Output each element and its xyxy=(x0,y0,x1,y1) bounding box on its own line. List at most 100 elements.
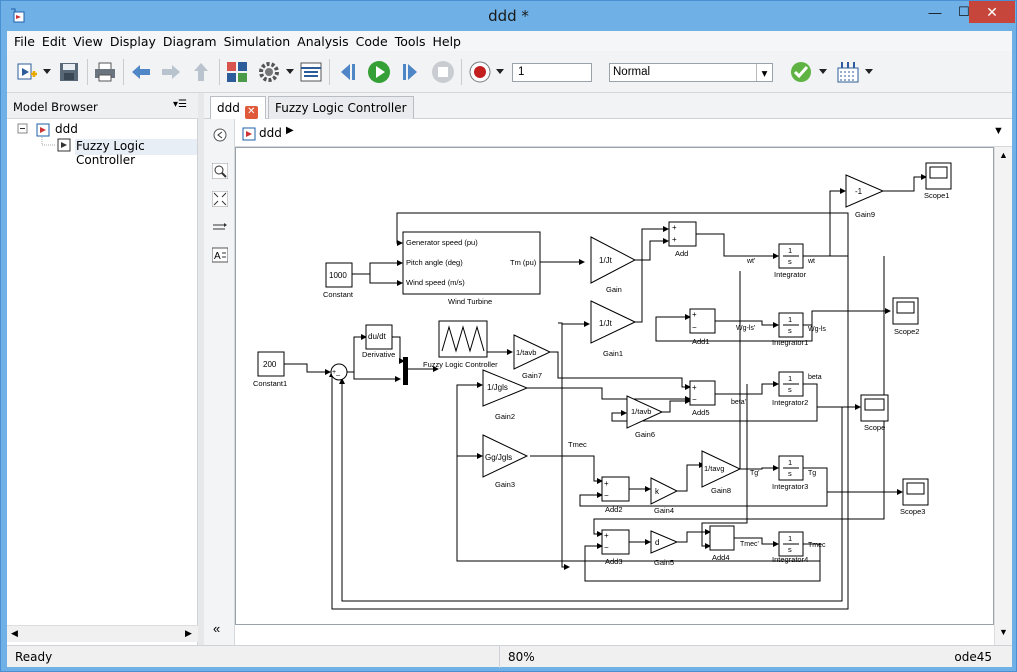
address-bar: ddd ▶ ▼ xyxy=(235,119,1012,147)
forward-arrow-icon[interactable] xyxy=(159,60,183,84)
up-arrow-icon[interactable] xyxy=(189,60,213,84)
wind-turbine-in1-label: Generator speed (pu) xyxy=(406,238,478,247)
signal-tmec-in: Tmec' xyxy=(740,541,759,548)
scope-name: Scope xyxy=(864,423,885,432)
tree-item-fuzzy-logic-controller[interactable]: Fuzzy Logic Controller xyxy=(75,139,197,167)
toolbar xyxy=(7,51,1012,93)
model-settings-gear-icon[interactable] xyxy=(257,60,281,84)
wind-turbine-in2-label: Pitch angle (deg) xyxy=(406,258,463,267)
scroll-down-icon[interactable]: ▼ xyxy=(999,627,1008,637)
menu-analysis[interactable]: Analysis xyxy=(297,33,349,49)
window-title: ddd * xyxy=(488,7,529,25)
build-dropdown-icon[interactable] xyxy=(865,69,873,74)
integrator4-den: s xyxy=(788,545,792,554)
add-signs: + xyxy=(604,531,609,540)
add-signs: − xyxy=(692,395,697,404)
menu-tools[interactable]: Tools xyxy=(394,33,426,49)
scroll-right-icon[interactable]: ▶ xyxy=(185,628,192,638)
back-arrow-icon[interactable] xyxy=(129,60,153,84)
add-signs: + xyxy=(692,383,697,392)
chevron-down-icon[interactable]: ▾ xyxy=(756,64,772,81)
model-icon xyxy=(36,123,50,137)
tab-ddd-label: ddd xyxy=(217,101,240,115)
model-canvas[interactable]: Generator speed (pu) Pitch angle (deg) W… xyxy=(235,147,994,625)
simulation-mode-value: Normal xyxy=(613,66,651,78)
signal-line-icon[interactable] xyxy=(212,219,228,235)
gain2-text: 1/Jgls xyxy=(487,383,508,392)
wind-turbine-in3-label: Wind speed (m/s) xyxy=(406,278,465,287)
breadcrumb-model[interactable]: ddd xyxy=(259,126,282,140)
gain8-text: 1/tavg xyxy=(704,464,724,473)
signal-tg-out: Tg xyxy=(808,470,816,477)
scroll-up-icon[interactable]: ▲ xyxy=(999,150,1008,160)
add-name: Add xyxy=(675,249,688,258)
gain3-text: Gg/Jgls xyxy=(485,453,512,462)
menu-display[interactable]: Display xyxy=(109,33,156,49)
annotation-icon[interactable]: A xyxy=(212,247,228,263)
panel-splitter[interactable] xyxy=(198,93,204,645)
model-browser-panel: Model Browser ▾☰ ddd Fuzzy Logic Control… xyxy=(7,93,198,645)
title-bar: ddd * — ☐ ✕ xyxy=(1,1,1016,31)
library-browser-icon[interactable] xyxy=(225,60,249,84)
build-model-icon[interactable] xyxy=(836,60,860,84)
integrator2-num: 1 xyxy=(788,374,792,383)
fit-to-view-icon[interactable] xyxy=(212,191,228,207)
record-dropdown-icon[interactable] xyxy=(496,69,504,74)
minimize-button[interactable]: — xyxy=(928,4,942,20)
stop-time-input[interactable]: 1 xyxy=(512,63,592,82)
hide-browser-icon[interactable] xyxy=(212,127,228,143)
simulation-mode-select[interactable]: Normal ▾ xyxy=(609,63,773,82)
zoom-level[interactable]: 80% xyxy=(499,646,543,668)
tree-item-model[interactable]: ddd xyxy=(55,122,78,136)
panel-menu-icon[interactable]: ▾☰ xyxy=(173,99,187,110)
stop-icon[interactable] xyxy=(431,60,455,84)
constant-value: 1000 xyxy=(329,271,347,280)
add-signs: + xyxy=(672,235,677,244)
wind-turbine-name: Wind Turbine xyxy=(448,297,492,306)
tree-collapse-icon[interactable] xyxy=(17,123,37,135)
solver-name[interactable]: ode45 xyxy=(954,650,992,664)
menu-help[interactable]: Help xyxy=(432,33,461,49)
step-forward-icon[interactable] xyxy=(399,60,423,84)
model-explorer-icon[interactable] xyxy=(299,60,323,84)
simulink-app-icon xyxy=(11,8,25,23)
print-icon[interactable] xyxy=(93,60,117,84)
menu-diagram[interactable]: Diagram xyxy=(162,33,217,49)
collapse-strip-icon[interactable]: « xyxy=(213,621,221,636)
menu-view[interactable]: View xyxy=(73,33,103,49)
zoom-in-icon[interactable] xyxy=(212,163,228,179)
record-icon[interactable] xyxy=(468,60,492,84)
gain-name: Gain xyxy=(606,285,622,294)
maximize-button[interactable]: ☐ xyxy=(958,4,970,19)
menu-simulation[interactable]: Simulation xyxy=(223,33,291,49)
menu-file[interactable]: File xyxy=(14,33,35,49)
gain9-text: -1 xyxy=(855,187,863,196)
gain6-text: 1/tavb xyxy=(631,407,651,416)
gain2-name: Gain2 xyxy=(495,412,515,421)
browser-horizontal-scrollbar[interactable]: ◀ ▶ xyxy=(7,625,198,642)
new-dropdown-icon[interactable] xyxy=(43,69,51,74)
svg-text:A: A xyxy=(214,251,221,262)
canvas-vertical-scrollbar[interactable]: ▲ ▼ xyxy=(994,147,1012,645)
menu-code[interactable]: Code xyxy=(355,33,388,49)
tab-ddd[interactable]: ddd ✕ xyxy=(210,96,266,120)
settings-dropdown-icon[interactable] xyxy=(286,69,294,74)
gain5-text: d xyxy=(655,538,659,547)
tab-fuzzy-logic-controller[interactable]: Fuzzy Logic Controller✕ xyxy=(268,96,414,133)
close-button[interactable]: ✕ xyxy=(969,1,1015,23)
model-advisor-check-icon[interactable] xyxy=(789,60,813,84)
scroll-left-icon[interactable]: ◀ xyxy=(11,628,18,638)
advisor-dropdown-icon[interactable] xyxy=(819,69,827,74)
integrator-num: 1 xyxy=(788,246,792,255)
menu-edit[interactable]: Edit xyxy=(41,33,67,49)
breadcrumb-arrow-icon[interactable]: ▶ xyxy=(286,125,294,136)
new-model-icon[interactable] xyxy=(15,60,39,84)
signal-beta-in: beta' xyxy=(731,399,746,406)
chevron-down-icon[interactable]: ▼ xyxy=(993,125,1004,137)
close-tab-icon[interactable]: ✕ xyxy=(244,106,258,119)
derivative-name: Derivative xyxy=(362,350,395,359)
save-icon[interactable] xyxy=(57,60,81,84)
run-play-icon[interactable] xyxy=(367,60,391,84)
step-back-icon[interactable] xyxy=(335,60,359,84)
gain-text: 1/Jt xyxy=(599,256,613,265)
